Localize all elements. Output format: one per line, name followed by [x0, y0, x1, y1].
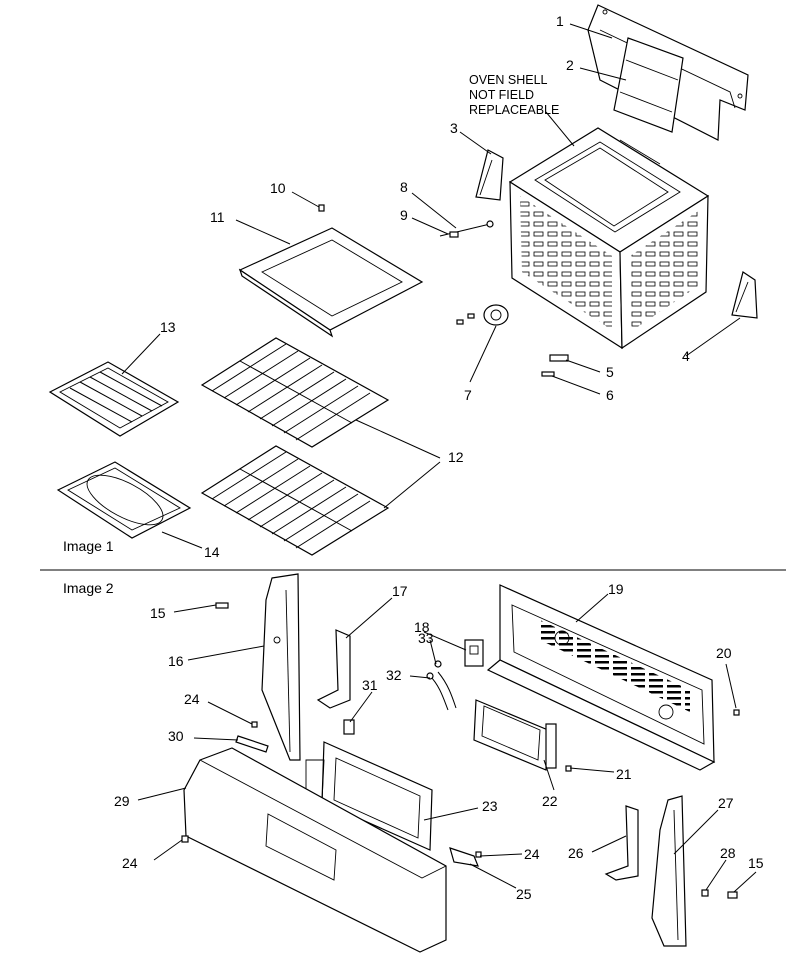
part-22-electronic-control: [473, 699, 557, 771]
callout-4: 4: [682, 348, 690, 364]
part-17-bracket: [316, 629, 351, 709]
callout-24-a: 24: [184, 691, 200, 707]
callout-24-c: 24: [524, 846, 540, 862]
callout-7: 7: [464, 387, 472, 403]
callout-29: 29: [114, 793, 130, 809]
callout-22: 22: [542, 793, 558, 809]
callout-1: 1: [556, 13, 564, 29]
note-line-1: OVEN SHELL: [469, 73, 548, 87]
part-11-oven-bottom: [238, 227, 424, 338]
image1-label: Image 1: [63, 538, 114, 554]
part-3-bracket: [475, 149, 504, 201]
part-4-bracket: [731, 271, 758, 319]
part-24-screw-a: [251, 721, 258, 728]
callout-30: 30: [168, 728, 184, 744]
part-32-33-wiring: [426, 660, 457, 711]
note-line-2: NOT FIELD: [469, 88, 534, 102]
callout-6: 6: [606, 387, 614, 403]
callout-2: 2: [566, 57, 574, 73]
callout-11: 11: [210, 209, 225, 225]
callout-27: 27: [718, 795, 734, 811]
part-25-end-piece: [449, 847, 479, 867]
part-28-screw: [701, 889, 709, 897]
part-10-screw: [318, 204, 325, 212]
part-26-bracket: [604, 805, 639, 881]
part-8-9-sensor: [439, 220, 494, 238]
part-19-panel-back: [486, 584, 716, 771]
image1-leader-lines: [121, 23, 741, 549]
callout-12: 12: [448, 449, 464, 465]
callout-25: 25: [516, 886, 532, 902]
note-line-3: REPLACEABLE: [469, 103, 559, 117]
oven-shell: [508, 127, 710, 350]
image2-label: Image 2: [63, 580, 114, 596]
callout-16: 16: [168, 653, 184, 669]
callout-33: 33: [418, 630, 434, 646]
callout-9: 9: [400, 207, 408, 223]
part-27-right-end-cap: [651, 795, 687, 947]
callout-23: 23: [482, 798, 498, 814]
part-31-clip: [343, 719, 355, 735]
part-29-backguard-trim: [183, 747, 447, 953]
image2-leader-lines: [137, 593, 757, 893]
part-24-screw-b: [181, 835, 189, 843]
callout-21: 21: [616, 766, 632, 782]
part-2-deflector: [613, 37, 684, 133]
callout-32: 32: [386, 667, 402, 683]
callout-31: 31: [362, 677, 378, 693]
part-6-screw: [541, 371, 555, 377]
part-18-switch: [464, 639, 484, 667]
callout-24-b: 24: [122, 855, 138, 871]
part-24-screw-c: [475, 851, 482, 858]
callout-3: 3: [450, 120, 458, 136]
part-16-left-end-cap: [261, 573, 301, 761]
part-14-broiler-pan: [56, 461, 192, 539]
part-15-screw-right: [727, 891, 738, 899]
callout-15-right: 15: [748, 855, 764, 871]
callout-8: 8: [400, 179, 408, 195]
part-5-clip: [549, 354, 569, 362]
callout-15-left: 15: [150, 605, 166, 621]
part-13-broiler-grid: [48, 361, 180, 437]
callout-5: 5: [606, 364, 614, 380]
callout-28: 28: [720, 845, 736, 861]
oven-shell-note: OVEN SHELL NOT FIELD REPLACEABLE: [469, 73, 559, 117]
callout-20: 20: [716, 645, 732, 661]
part-30-bracket: [235, 735, 269, 753]
part-12-oven-rack-lower: [200, 445, 390, 556]
callout-14: 14: [204, 544, 220, 560]
callout-13: 13: [160, 319, 176, 335]
callout-10: 10: [270, 180, 286, 196]
part-15-screw-left: [215, 602, 229, 609]
callout-19: 19: [608, 581, 624, 597]
callout-18: 18: [414, 619, 430, 635]
part-12-oven-rack-upper: [200, 337, 390, 448]
callout-26: 26: [568, 845, 584, 861]
part-7-light-socket: [456, 304, 509, 326]
part-20-screw: [733, 709, 740, 716]
callout-17: 17: [392, 583, 408, 599]
